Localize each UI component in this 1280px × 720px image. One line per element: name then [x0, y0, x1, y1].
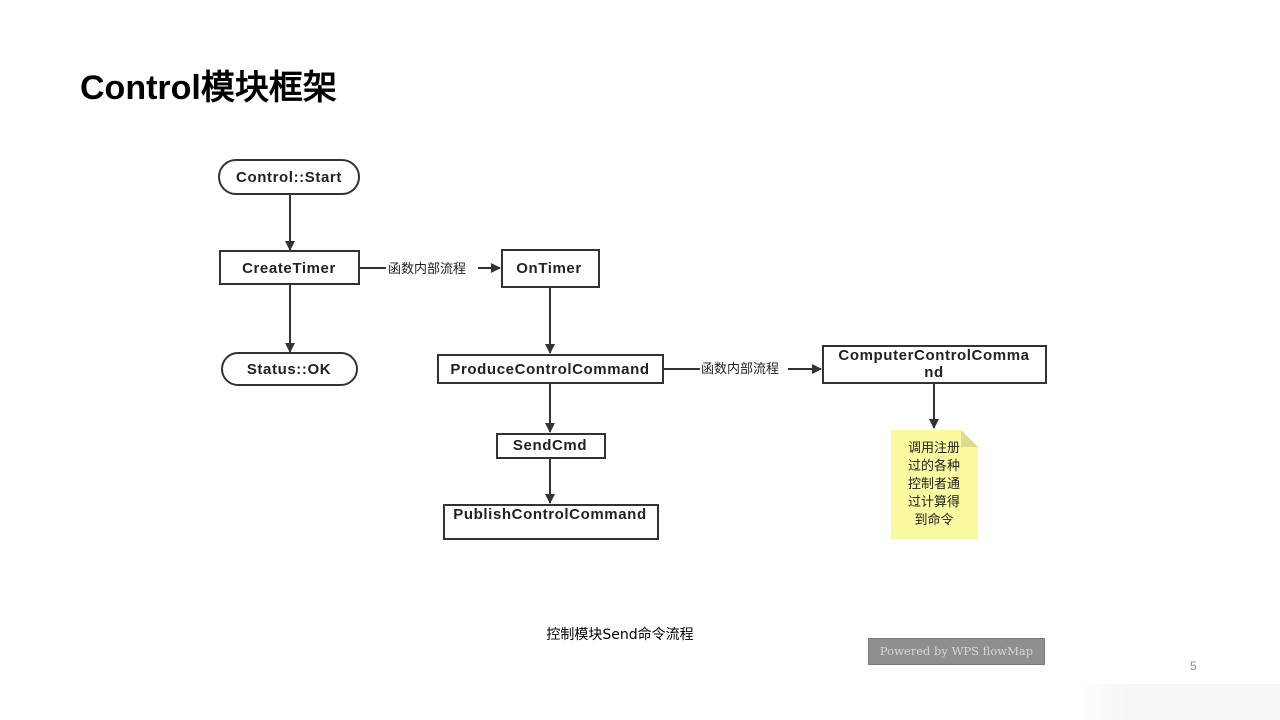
- note-line-2: 过的各种: [908, 458, 960, 474]
- node-status-ok: Status::OK: [221, 352, 358, 386]
- node-label: Control::Start: [236, 169, 342, 186]
- node-send-cmd: SendCmd: [496, 433, 606, 459]
- node-control-start: Control::Start: [218, 159, 360, 195]
- page-number: 5: [1190, 659, 1197, 673]
- edge-label-internal-flow-1: 函数内部流程: [388, 261, 466, 277]
- node-label: SendCmd: [513, 437, 587, 454]
- slide-title: Control模块框架: [80, 69, 337, 107]
- node-computer-control-command: ComputerControlComma nd: [822, 345, 1047, 384]
- note-line-4: 过计算得: [908, 494, 960, 510]
- note-line-5: 到命令: [914, 512, 953, 528]
- node-label: ProduceControlCommand: [450, 361, 649, 378]
- node-label-line-1: ComputerControlComma: [838, 347, 1029, 364]
- edge-label-internal-flow-2: 函数内部流程: [701, 361, 779, 377]
- node-label-line-2: nd: [924, 364, 944, 381]
- node-on-timer: OnTimer: [501, 249, 600, 288]
- node-label: Status::OK: [247, 361, 331, 378]
- note-box: 调用注册 过的各种 控制者通 过计算得 到命令: [891, 430, 978, 539]
- node-produce-control-command: ProduceControlCommand: [437, 354, 664, 384]
- wps-flowmap-watermark: Powered by WPS flowMap: [868, 638, 1045, 665]
- corner-shade: [1070, 684, 1280, 720]
- note-line-3: 控制者通: [908, 477, 960, 492]
- node-create-timer: CreateTimer: [219, 250, 360, 285]
- node-publish-control-command: PublishControlCommand: [443, 504, 659, 540]
- node-label: PublishControlCommand: [453, 506, 646, 523]
- note-line-1: 调用注册: [908, 441, 960, 456]
- node-label: OnTimer: [516, 260, 582, 277]
- diagram-caption: 控制模块Send命令流程: [546, 627, 694, 643]
- node-label: CreateTimer: [242, 260, 336, 277]
